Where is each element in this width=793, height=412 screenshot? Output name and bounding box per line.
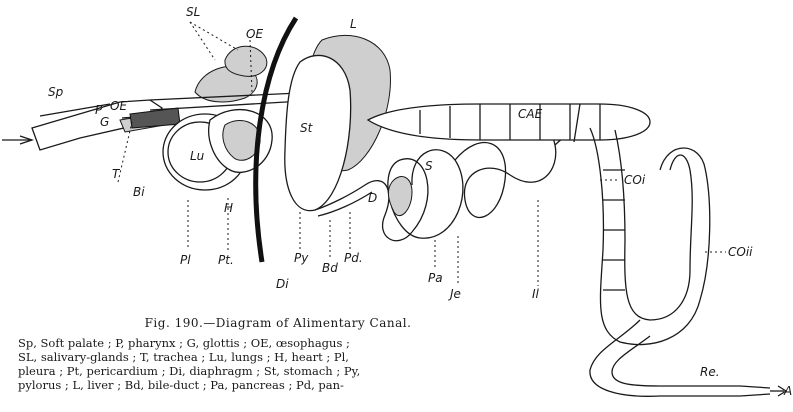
- label-coi: COi: [624, 173, 646, 187]
- label-bd: Bd: [322, 261, 338, 275]
- label-t: T: [112, 167, 121, 181]
- figure-caption: Fig. 190.—Diagram of Alimentary Canal. S…: [18, 316, 538, 392]
- label-cae: CAE: [518, 107, 543, 121]
- legend-line: Sp, Soft palate ; P, pharynx ; G, glotti…: [18, 336, 538, 350]
- label-re: Re.: [700, 365, 720, 379]
- stomach: [285, 55, 351, 210]
- label-pl: Pl: [180, 253, 191, 267]
- caption-legend: Sp, Soft palate ; P, pharynx ; G, glotti…: [18, 336, 538, 392]
- caecum: [368, 104, 650, 142]
- label-lu: Lu: [190, 149, 205, 163]
- label-s: S: [425, 159, 433, 173]
- label-d: D: [368, 191, 377, 205]
- label-h: H: [224, 201, 233, 215]
- label-pd: Pd.: [344, 251, 363, 265]
- legend-line: pleura ; Pt, pericardium ; Di, diaphragm…: [18, 364, 538, 378]
- label-di: Di: [276, 277, 289, 291]
- label-py: Py: [294, 251, 309, 265]
- legend-line: SL, salivary-glands ; T, trachea ; Lu, l…: [18, 350, 538, 364]
- legend-line: pylorus ; L, liver ; Bd, bile-duct ; Pa,…: [18, 378, 538, 392]
- salivary-glands: [195, 46, 267, 102]
- label-st: St: [300, 121, 314, 135]
- pancreas: [388, 177, 412, 216]
- label-oe: OE: [246, 27, 263, 41]
- label-je: Je: [448, 287, 461, 301]
- rectum: [740, 386, 786, 396]
- label-a: A: [783, 384, 792, 398]
- label-bi: Bi: [133, 185, 145, 199]
- label-il: Il: [532, 287, 540, 301]
- label-coii: COii: [728, 245, 753, 259]
- label-pa: Pa: [428, 271, 443, 285]
- label-oe-small: OE: [110, 99, 127, 113]
- label-l: L: [350, 17, 357, 31]
- label-g: G: [100, 115, 109, 129]
- label-sp: Sp: [48, 85, 64, 99]
- label-sl: SL: [186, 5, 200, 19]
- caption-title: Fig. 190.—Diagram of Alimentary Canal.: [18, 316, 538, 330]
- label-pt: Pt.: [218, 253, 234, 267]
- colon: [590, 128, 740, 396]
